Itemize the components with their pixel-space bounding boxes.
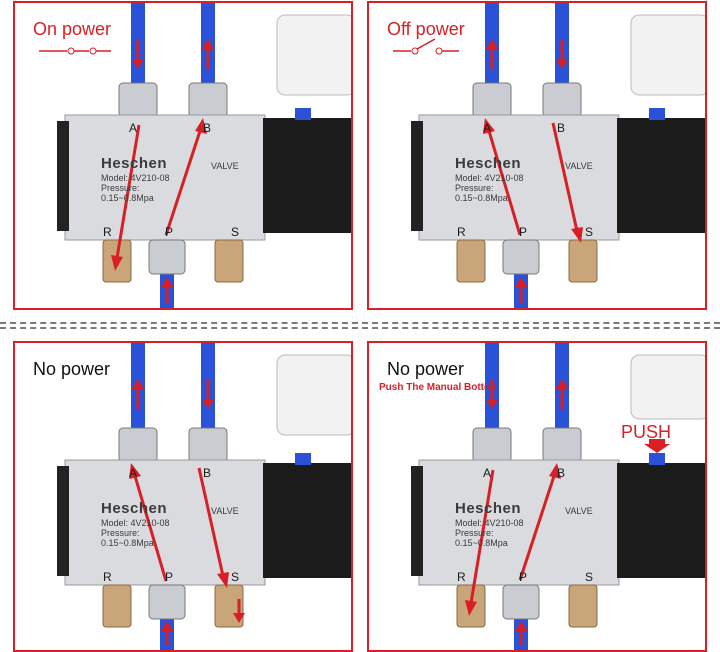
- valve-label: VALVE: [211, 161, 239, 171]
- pressure-label: Pressure:: [101, 183, 140, 193]
- port-p: P: [519, 225, 528, 239]
- model-label: Model: 4V210-08: [455, 173, 524, 183]
- port-a: A: [129, 466, 138, 480]
- panel-title: No power: [387, 359, 465, 379]
- port-a: A: [483, 466, 492, 480]
- pressure-range: 0.15~0.8Mpa: [101, 538, 154, 548]
- port-p: P: [165, 225, 174, 239]
- port-s: S: [585, 225, 594, 239]
- port-b: B: [557, 466, 566, 480]
- solenoid: [263, 118, 351, 233]
- port-r: R: [457, 225, 466, 239]
- panel-on-power: On power Heschen VALVE Model: 4V210-08 P…: [13, 1, 353, 310]
- panel-title: On power: [33, 19, 112, 39]
- valve-illustration: [57, 343, 351, 650]
- model-label: Model: 4V210-08: [101, 173, 170, 183]
- valve-body: [64, 114, 266, 241]
- panel-title: No power: [33, 359, 111, 379]
- push-arrow-icon: [644, 439, 670, 453]
- pressure-label: Pressure:: [455, 183, 494, 193]
- port-s: S: [231, 225, 240, 239]
- pressure-label: Pressure:: [455, 528, 494, 538]
- panel-no-power-manual: No power Push The Manual Botton PUSH Hes…: [367, 341, 707, 652]
- flow-arrows: [465, 379, 568, 645]
- panel-title: Off power: [387, 19, 465, 39]
- valve-label: VALVE: [565, 161, 593, 171]
- pressure-label: Pressure:: [101, 528, 140, 538]
- valve-label: VALVE: [565, 506, 593, 516]
- valve-illustration: [393, 3, 705, 308]
- valve-label: VALVE: [211, 506, 239, 516]
- port-p: P: [165, 570, 174, 584]
- port-r: R: [457, 570, 466, 584]
- flow-arrows: [111, 39, 214, 303]
- brand-label: Heschen: [101, 155, 168, 172]
- port-s: S: [231, 570, 240, 584]
- port-r: R: [103, 570, 112, 584]
- panel-no-power: No power Heschen VALVE Model: 4V210-08 P…: [13, 341, 353, 652]
- brand-label: Heschen: [455, 155, 522, 172]
- pressure-range: 0.15~0.8Mpa: [455, 193, 508, 203]
- panel-off-power: Off power Heschen VALVE Model: 4V210-08 …: [367, 1, 707, 310]
- flow-arrows: [483, 39, 583, 303]
- port-b: B: [203, 121, 212, 135]
- pressure-range: 0.15~0.8Mpa: [455, 538, 508, 548]
- port-p: P: [519, 570, 528, 584]
- flow-arrows: [129, 379, 245, 645]
- brand-label: Heschen: [101, 500, 168, 517]
- valve-illustration: [39, 3, 351, 308]
- model-label: Model: 4V210-08: [101, 518, 170, 528]
- model-label: Model: 4V210-08: [455, 518, 524, 528]
- port-r: R: [103, 225, 112, 239]
- port-s: S: [585, 570, 594, 584]
- divider-line: [0, 322, 720, 324]
- pressure-range: 0.15~0.8Mpa: [101, 193, 154, 203]
- port-b: B: [557, 121, 566, 135]
- port-a: A: [129, 121, 138, 135]
- brand-label: Heschen: [455, 500, 522, 517]
- silencer-s: [214, 239, 244, 283]
- port-b: B: [203, 466, 212, 480]
- push-label: PUSH: [620, 422, 671, 442]
- port-a: A: [483, 121, 492, 135]
- valve-illustration: [411, 343, 705, 650]
- divider-line: [0, 327, 720, 329]
- manual-button: [649, 453, 665, 465]
- panel-subtitle: Push The Manual Botton: [379, 382, 497, 393]
